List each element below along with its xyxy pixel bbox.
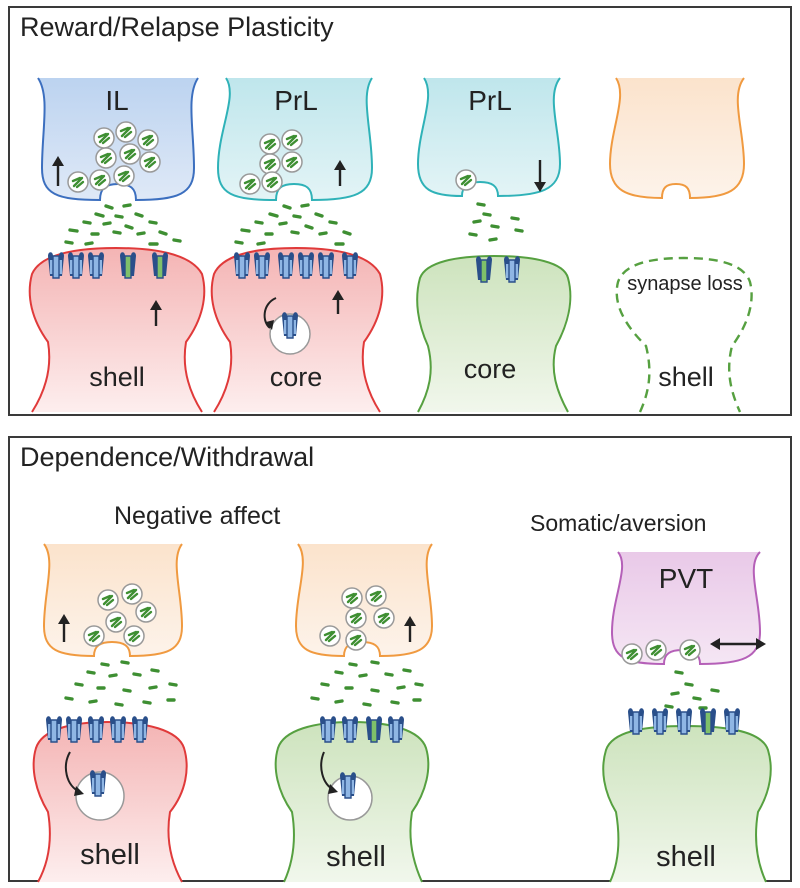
region-label: core (270, 362, 323, 392)
synapse-loss-label-box: synapse loss (627, 273, 743, 295)
region-label: shell (80, 839, 140, 871)
panel-title: Dependence/Withdrawal (20, 442, 315, 472)
up-arrow-icon (58, 614, 416, 642)
terminal-label: PVT (659, 563, 713, 594)
pvt-terminal: PVT (610, 551, 762, 666)
region-label: shell (658, 362, 714, 392)
prl-terminal-2: PrL (416, 77, 562, 198)
orange-terminal-empty (608, 77, 746, 200)
somatic-aversion-subtitle: Somatic/aversion (530, 510, 707, 536)
region-label: shell (89, 362, 145, 392)
panel-title: Reward/Relapse Plasticity (20, 12, 334, 42)
region-label: core (464, 354, 517, 384)
terminal-label: PrL (468, 85, 512, 116)
green-spine-core: core (416, 254, 572, 413)
terminal-label: PrL (274, 85, 318, 116)
lost-synapse-spine: synapse loss shell (615, 256, 753, 413)
synapse-loss-label: synapse loss (627, 273, 743, 295)
double-arrow-icon (710, 638, 766, 650)
receptor-internalization (64, 751, 373, 821)
terminal-label: IL (105, 85, 128, 116)
up-arrow-icon (52, 156, 346, 326)
region-label: shell (656, 841, 716, 873)
green-spine-shell-2: shell (602, 724, 772, 883)
receptor-internalization (263, 297, 311, 355)
down-arrow-icon (534, 160, 546, 192)
glutamate-release (64, 660, 720, 710)
red-spine-shell-1: shell (28, 246, 206, 413)
negative-affect-subtitle: Negative affect (114, 502, 281, 530)
region-label: shell (326, 841, 386, 873)
glutamate-release (64, 202, 524, 246)
